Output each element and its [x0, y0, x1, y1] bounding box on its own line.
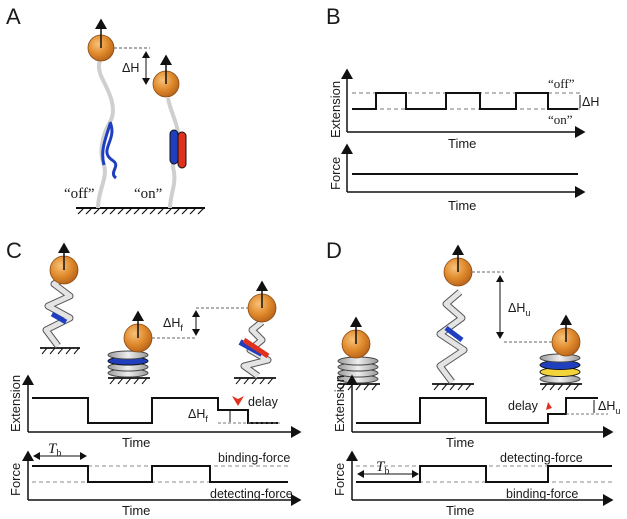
- folded-hairpin-red: [177, 131, 187, 169]
- force-trace-d: [356, 465, 612, 483]
- panel-b-letter: B: [326, 4, 341, 29]
- coil-folded-d: [539, 353, 582, 391]
- time-axis-label-d-bottom: Time: [446, 503, 474, 518]
- time-axis-label-top: Time: [448, 136, 476, 151]
- panel-c: C: [6, 238, 302, 518]
- off-tether: [96, 52, 118, 209]
- delay-label-c: delay: [248, 395, 279, 409]
- time-axis-label-d-top: Time: [446, 435, 474, 450]
- panel-c-letter: C: [6, 238, 22, 263]
- extension-trace-d: [356, 397, 598, 424]
- extension-axis-label-c: Extension: [8, 375, 23, 432]
- tb-label-d: Tb: [376, 459, 389, 477]
- force-axis-label: Force: [328, 157, 343, 190]
- force-axis-label-c: Force: [8, 463, 23, 496]
- extension-axis-label: Extension: [328, 81, 343, 138]
- coil-folded-c: [234, 319, 276, 385]
- delay-label-d: delay: [508, 399, 539, 413]
- time-axis-label-c-top: Time: [122, 435, 150, 450]
- folded-segment-red: [242, 337, 270, 359]
- tb-label-c: Tb: [48, 441, 61, 459]
- coil-compressed-c: [107, 350, 150, 385]
- unfolded-segment-blue-d: [444, 326, 464, 342]
- unfolded-segment-blue: [50, 311, 68, 325]
- off-label: “off”: [64, 186, 95, 202]
- extension-trace-c: [32, 397, 278, 424]
- extension-trace: [352, 92, 578, 110]
- on-label: “on”: [134, 186, 162, 202]
- delta-h-label-b: ΔH: [582, 95, 599, 109]
- panel-b: B Extension Time “off” “on” ΔH Force Tim…: [326, 4, 599, 213]
- coil-stretched-d: [432, 289, 474, 391]
- on-tether: [166, 97, 187, 209]
- delay-arrow-c: [232, 396, 244, 406]
- panel-d-letter: D: [326, 238, 342, 263]
- detecting-force-label-c: detecting-force: [210, 487, 293, 501]
- detecting-force-label-d: detecting-force: [500, 451, 583, 465]
- unfolded-protein-blue: [105, 121, 118, 180]
- on-level-label: “on”: [548, 112, 573, 127]
- extension-axis-label-d: Extension: [332, 375, 347, 432]
- delta-hf-label: ΔHf: [163, 316, 183, 333]
- folded-hairpin-blue: [169, 129, 179, 165]
- force-axis-label-d: Force: [332, 463, 347, 496]
- panel-d: D: [326, 238, 620, 518]
- delta-h-label: ΔH: [122, 61, 139, 75]
- time-axis-label-c-bottom: Time: [122, 503, 150, 518]
- panel-a: A ΔH “off” “on”: [6, 4, 205, 215]
- ground-hatch: [76, 207, 205, 215]
- delta-hf-label-2: ΔHf: [188, 407, 208, 424]
- delta-hu-label-2: ΔHu: [598, 399, 620, 416]
- coil-stretched-c: [40, 274, 80, 355]
- panel-a-letter: A: [6, 4, 21, 29]
- delay-arrow-d: [544, 396, 552, 410]
- binding-force-label-d: binding-force: [506, 487, 578, 501]
- time-axis-label-bottom: Time: [448, 198, 476, 213]
- delta-hu-label: ΔHu: [508, 301, 530, 318]
- off-level-label: “off”: [548, 76, 575, 91]
- force-trace-c: [32, 465, 288, 483]
- coil-compressed-d: [337, 356, 380, 391]
- binding-force-label-c: binding-force: [218, 451, 290, 465]
